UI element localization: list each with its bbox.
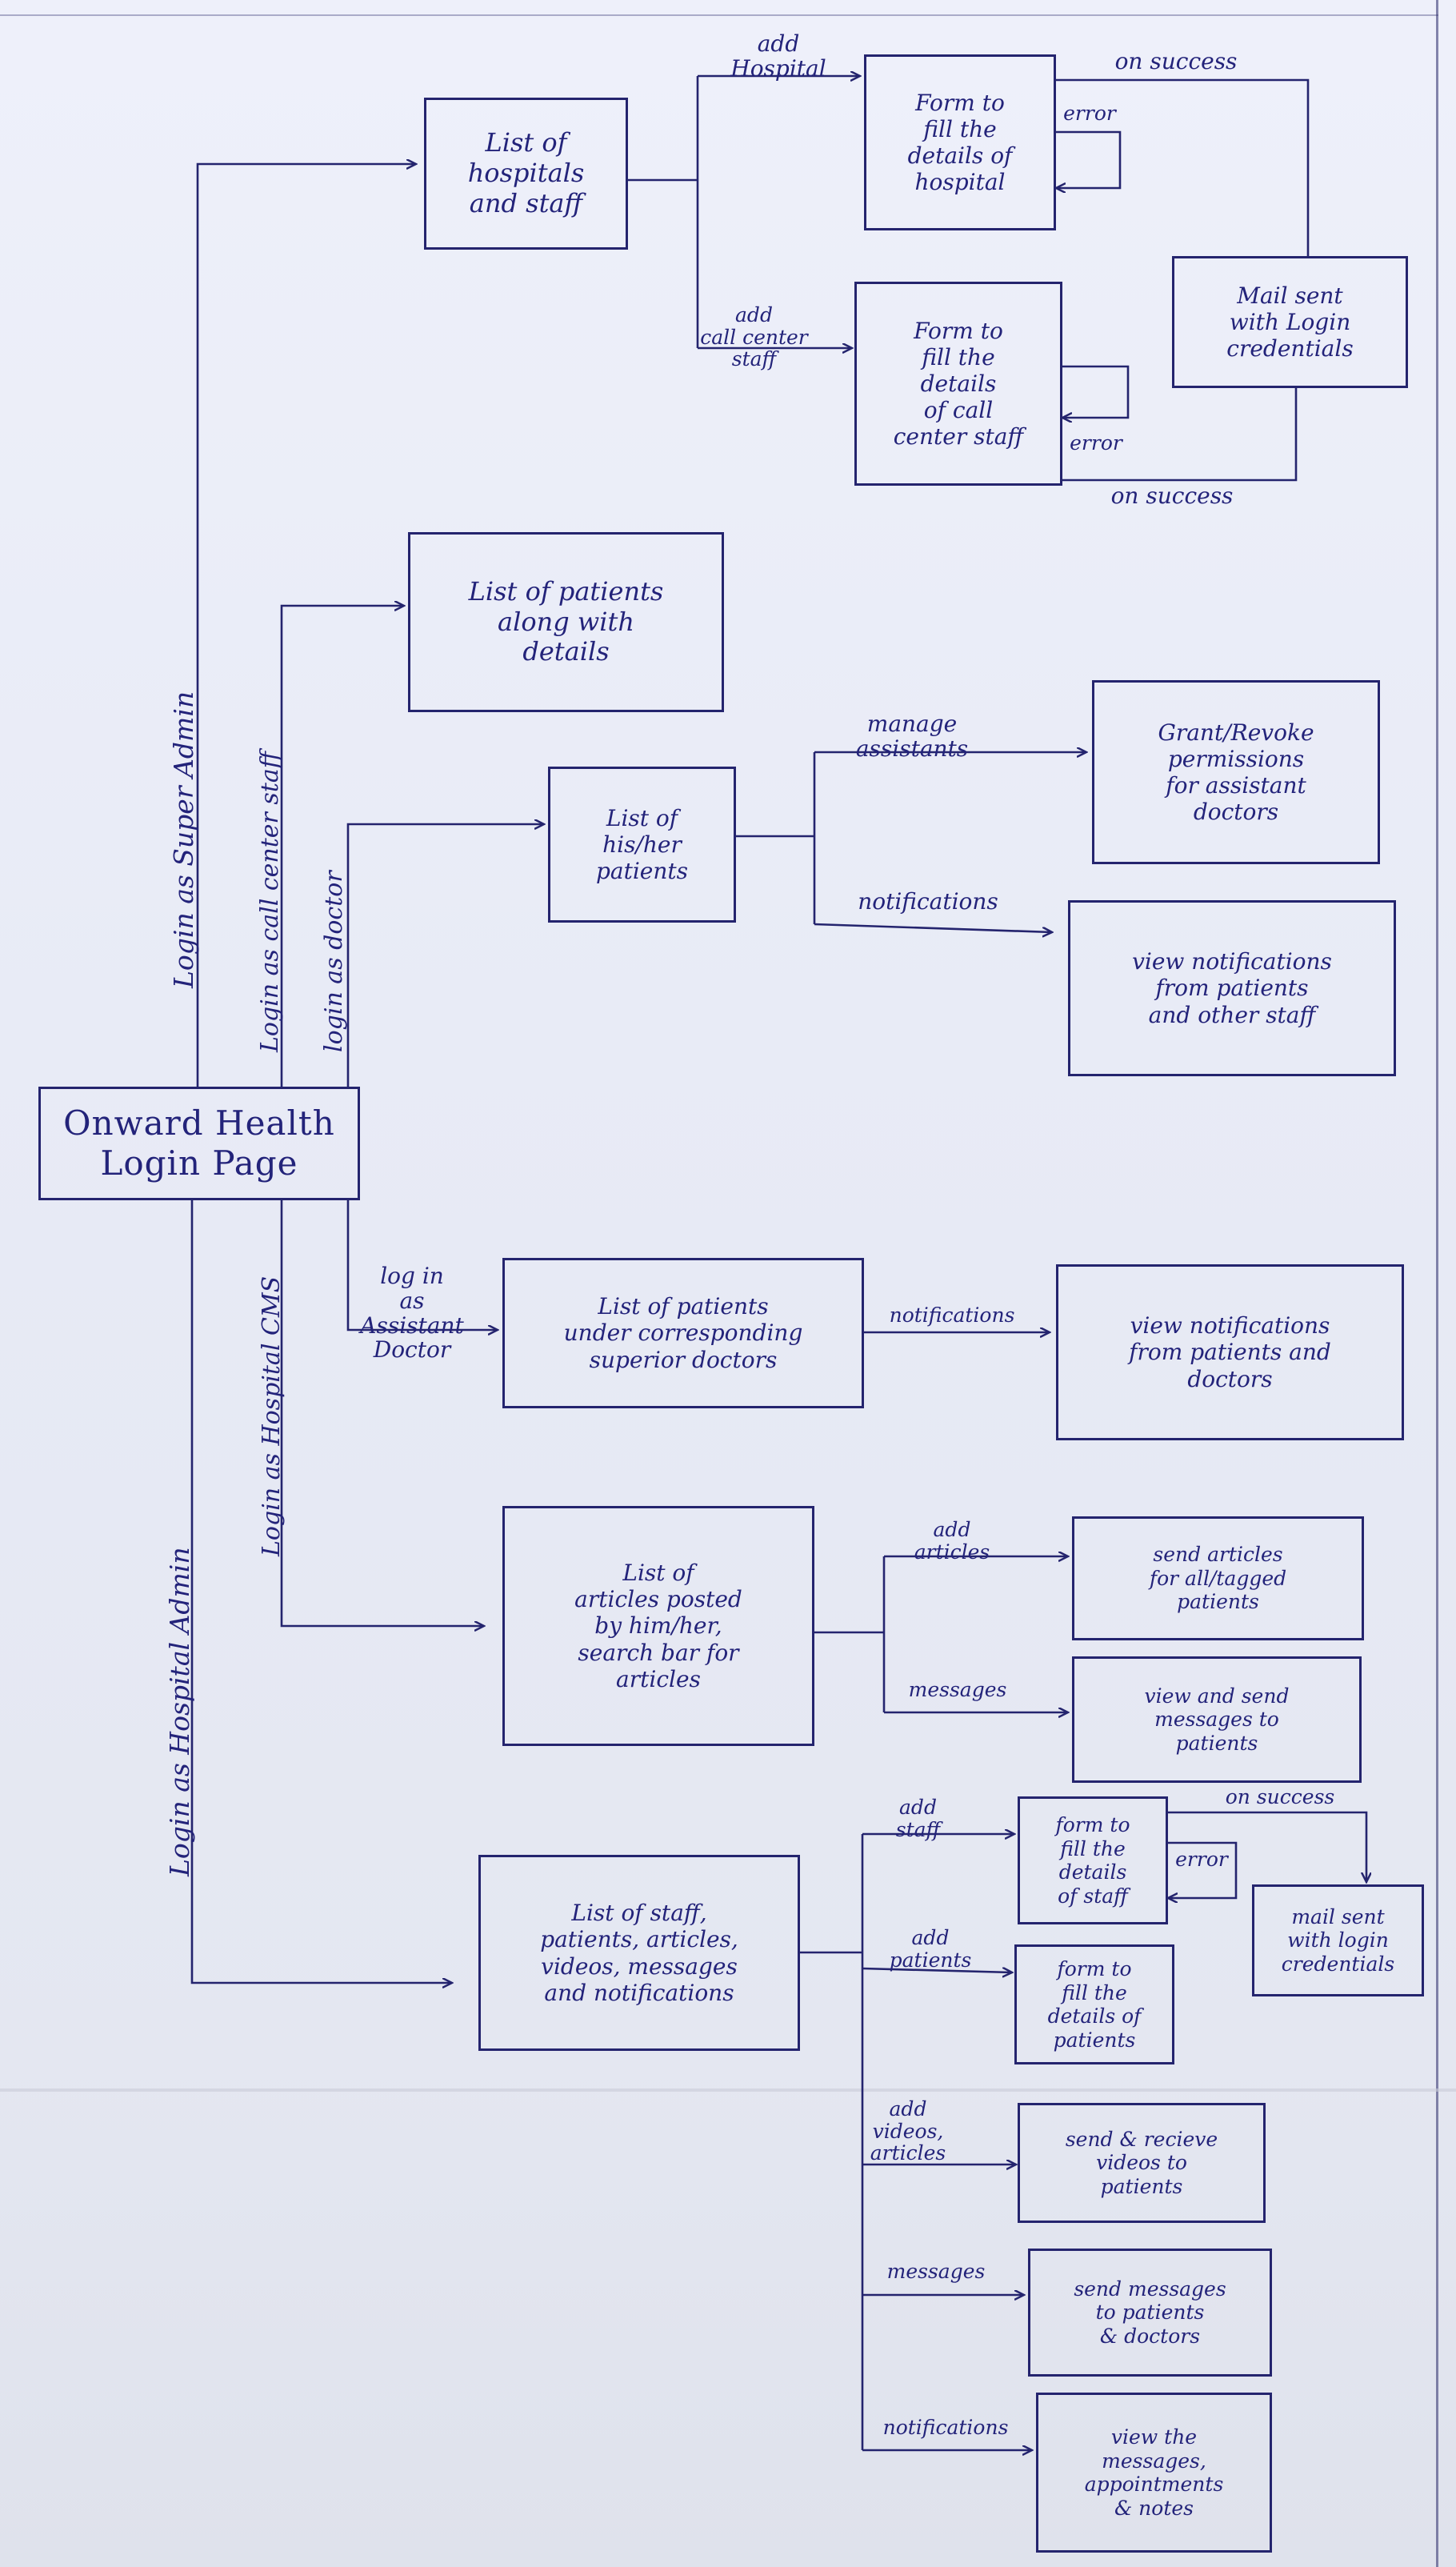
notifications-admin-label: notifications <box>882 2416 1009 2439</box>
form-staff-node: form to fill the details of staff <box>1018 1796 1168 1924</box>
error-label-1: error <box>1063 102 1116 125</box>
add-articles-label: add articles <box>914 1518 990 1564</box>
login-cms-label: Login as Hospital CMS <box>258 1275 286 1556</box>
form-call-center-node: Form to fill the details of call center … <box>854 282 1062 486</box>
edge-error-loop-1 <box>1056 130 1122 188</box>
add-patients-label: add patients <box>889 1926 972 1972</box>
add-hospital-label: add Hospital <box>730 30 826 82</box>
edge-hospital-admin <box>190 1200 452 1983</box>
send-messages-node: send messages to patients & doctors <box>1028 2249 1272 2377</box>
notifications-assistant-label: notifications <box>889 1304 1015 1327</box>
login-doctor-label: login as doctor <box>320 871 348 1052</box>
hospitals-staff-node: List of hospitals and staff <box>424 98 628 250</box>
send-articles-node: send articles for all/tagged patients <box>1072 1516 1364 1640</box>
edge-on-success-1 <box>1056 78 1310 256</box>
edge-error-loop-2 <box>1062 365 1130 418</box>
login-hospital-admin-label: Login as Hospital Admin <box>164 1547 195 1876</box>
edge-doctor <box>346 824 544 1088</box>
view-notifications-assistant-node: view notifications from patients and doc… <box>1056 1264 1404 1440</box>
login-page-node: Onward Health Login Page <box>38 1087 360 1200</box>
notifications-doctor-label: notifications <box>858 888 998 915</box>
form-patients-node: form to fill the details of patients <box>1014 1944 1174 2064</box>
edge-assistant <box>346 1200 498 1330</box>
manage-assistants-label: manage assistants <box>855 711 969 762</box>
edge-add-patients <box>862 1968 1012 1972</box>
on-success-label-1: on success <box>1114 48 1238 74</box>
edge-notifications-doctor <box>814 923 1052 932</box>
edge-cms <box>280 1200 484 1626</box>
list-staff-patients-node: List of staff, patients, articles, video… <box>478 1855 800 2051</box>
view-messages-appointments-node: view the messages, appointments & notes <box>1036 2393 1272 2553</box>
login-assistant-label: log in as Assistant Doctor <box>360 1263 464 1364</box>
patients-superior-node: List of patients under corresponding sup… <box>502 1258 864 1408</box>
edge-on-success-3 <box>1168 1811 1366 1882</box>
on-success-label-2: on success <box>1110 483 1234 509</box>
paper-top-edge <box>0 14 1438 16</box>
articles-posted-node: List of articles posted by him/her, sear… <box>502 1506 814 1746</box>
view-notifications-doctor-node: view notifications from patients and oth… <box>1068 900 1396 1076</box>
on-success-label-3: on success <box>1225 1785 1335 1808</box>
add-videos-articles-label: add videos, articles <box>870 2097 946 2165</box>
login-super-admin-label: Login as Super Admin <box>168 691 199 988</box>
paper-right-edge <box>1436 0 1438 2567</box>
messages-cms-label: messages <box>908 1678 1007 1701</box>
his-her-patients-node: List of his/her patients <box>548 767 736 923</box>
add-call-center-label: add call center staff <box>700 303 808 370</box>
view-send-messages-node: view and send messages to patients <box>1072 1656 1362 1783</box>
edge-super-admin <box>196 164 416 1088</box>
form-hospital-node: Form to fill the details of hospital <box>864 54 1056 230</box>
grant-revoke-node: Grant/Revoke permissions for assistant d… <box>1092 680 1380 864</box>
edge-error-loop-3 <box>1168 1841 1238 1898</box>
error-label-2: error <box>1070 431 1122 455</box>
paper-fold <box>0 2088 1456 2092</box>
patients-details-node: List of patients along with details <box>408 532 724 712</box>
send-receive-videos-node: send & recieve videos to patients <box>1018 2103 1266 2223</box>
error-label-3: error <box>1175 1848 1228 1871</box>
mail-sent-bottom-node: mail sent with login credentials <box>1252 1884 1424 1996</box>
edge-call-center <box>280 606 404 1088</box>
mail-sent-top-node: Mail sent with Login credentials <box>1172 256 1408 388</box>
login-call-center-label: Login as call center staff <box>256 751 284 1052</box>
add-staff-label: add staff <box>895 1796 941 1841</box>
messages-admin-label: messages <box>886 2260 986 2283</box>
edge-on-success-2 <box>1062 388 1298 482</box>
